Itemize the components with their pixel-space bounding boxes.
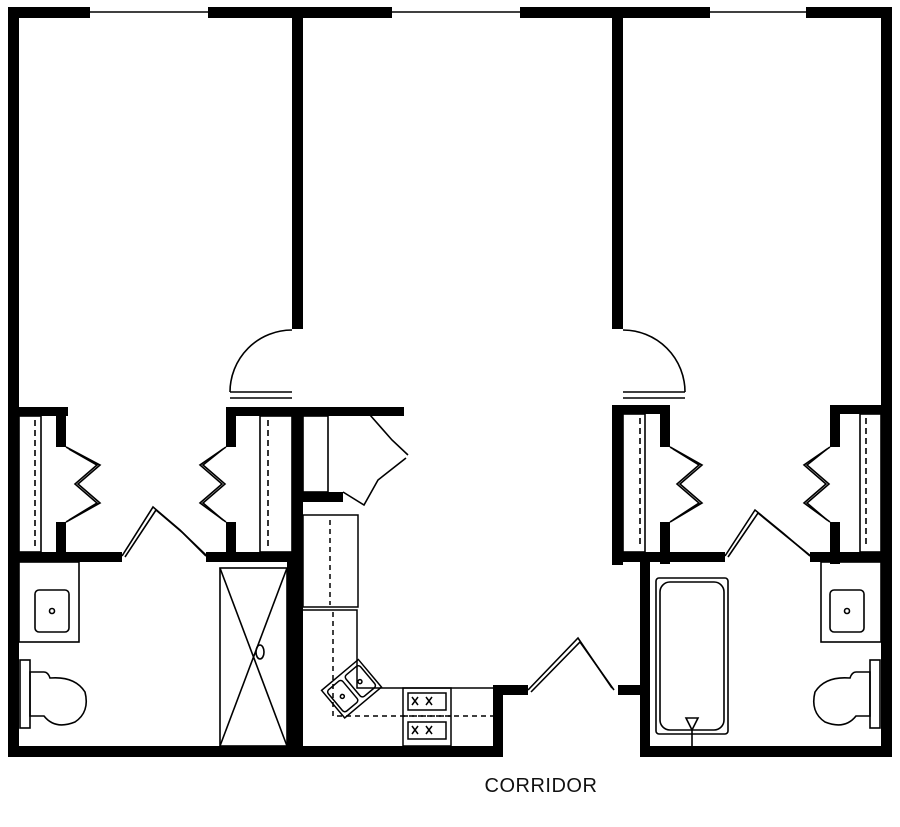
doors [121, 329, 813, 693]
closets [18, 413, 882, 553]
interior-walls [8, 7, 892, 757]
left-bathroom-fixtures [18, 561, 288, 747]
right-bathroom-fixtures [655, 561, 882, 746]
corridor-label: CORRIDOR [485, 775, 598, 797]
exterior-walls [8, 7, 892, 757]
kitchen-fixtures [302, 514, 493, 747]
